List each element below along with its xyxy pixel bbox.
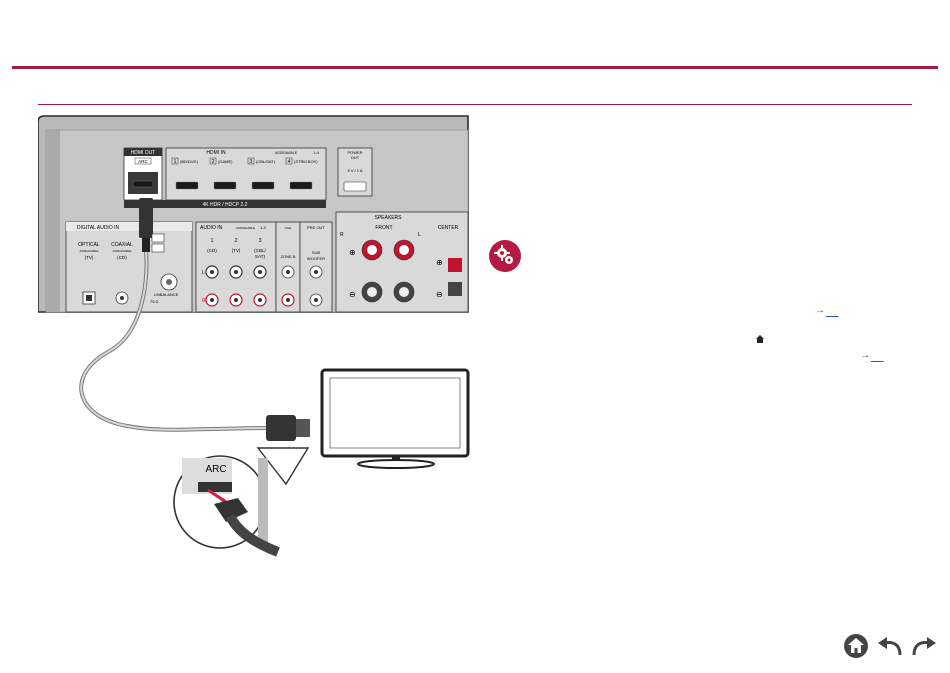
svg-text:(CD): (CD) [117,255,127,260]
assignable-range: 1-4 [313,150,320,155]
svg-text:SUB: SUB [312,250,321,255]
svg-text:OUT: OUT [351,155,360,160]
section-rule [38,104,912,105]
arc-callout: ARC [173,447,310,557]
hdmi-in-source-label: (BD/DVD) [180,159,198,164]
coaxial-label: COAXIAL [111,242,133,248]
audio-in-source-label: (TV) [232,248,241,253]
hdr-label: 4K HDR / HDCP 2.2 [203,202,248,208]
hdmi-in-source-label: (STRM BOX) [294,159,318,164]
connection-diagram: HDMI OUT ARC HDMI IN ASSIGNABLE 1-4 1(BD… [37,112,470,567]
svg-text:R: R [202,298,206,304]
ref-arrow-1: → [815,305,825,316]
hdmi-in-source-label: (CBL/SAT) [256,159,276,164]
hdmi-in-source-label: (GAME) [218,159,233,164]
center-label: CENTER [438,225,459,231]
svg-text:ASSIGNABLE: ASSIGNABLE [236,226,255,230]
back-icon[interactable] [876,632,904,660]
svg-text:L: L [202,270,205,276]
svg-text:⊖: ⊖ [349,290,356,299]
hdmi-in-label: HDMI IN [206,150,226,156]
page-nav [842,632,938,660]
speakers-label: SPEAKERS [375,215,403,221]
digital-audio-in-label: DIGITAL AUDIO IN [77,225,120,231]
page-ref-link-1[interactable] [826,307,844,317]
audio-in-number: 3 [259,238,262,244]
audio-in-number: 1 [211,238,214,244]
hdmi-in-port [175,181,199,190]
ref-arrow-2: → [860,350,870,361]
settings-gear-icon [489,240,521,272]
svg-text:(TV): (TV) [85,255,94,260]
tv-icon [320,368,470,469]
power-out-label: POWER [347,150,362,155]
zone-b-label: ZONE B [281,254,296,259]
hdmi-in-number: 3 [250,159,253,165]
hdmi-in-port [213,181,237,190]
audio-in-source-label: SAT) [255,254,265,259]
hdmi-out-label: HDMI OUT [131,150,156,156]
audio-in-number: 2 [235,238,238,244]
svg-text:LINE: LINE [285,226,292,230]
hdmi-in-port [251,181,275,190]
svg-text:ASSIGNABLE: ASSIGNABLE [79,249,98,253]
svg-text:⊕: ⊕ [436,258,443,267]
svg-text:⊕: ⊕ [349,248,356,257]
home-icon[interactable] [842,632,870,660]
audio-in-source-label: (CD) [207,248,217,253]
svg-text:ASSIGNABLE: ASSIGNABLE [112,249,131,253]
callout-arc-label: ARC [205,464,226,475]
svg-text:WOOFER: WOOFER [307,256,325,261]
hdmi-in-number: 4 [288,159,291,165]
arc-label: ARC [138,159,148,164]
svg-text:1-3: 1-3 [260,225,267,230]
unbalance-label: UNBALANCE [154,292,179,297]
audio-in-label: AUDIO IN [200,225,223,231]
assignable-label: ASSIGNABLE [275,151,298,155]
header-rule [12,66,938,69]
audio-in-source-label: (CBL/ [254,248,266,253]
receiver-rear-panel: HDMI OUT ARC HDMI IN ASSIGNABLE 1-4 1(BD… [37,115,469,313]
hdmi-in-port [289,181,313,190]
hdmi-in-number: 2 [212,159,215,165]
svg-text:75 Ω: 75 Ω [150,299,159,304]
svg-text:⊖: ⊖ [436,290,443,299]
power-spec: 5 V / 1 A [347,168,362,173]
forward-icon[interactable] [910,632,938,660]
page-ref-link-2[interactable] [871,352,889,362]
svg-text:L: L [418,232,421,238]
pre-out-label: PRE OUT [307,225,325,230]
tv-side-plug [266,415,296,441]
svg-text:R: R [340,232,344,238]
front-label: FRONT [375,225,392,231]
home-small-icon [756,335,764,343]
hdmi-in-number: 1 [174,159,177,165]
optical-label: OPTICAL [78,242,100,248]
